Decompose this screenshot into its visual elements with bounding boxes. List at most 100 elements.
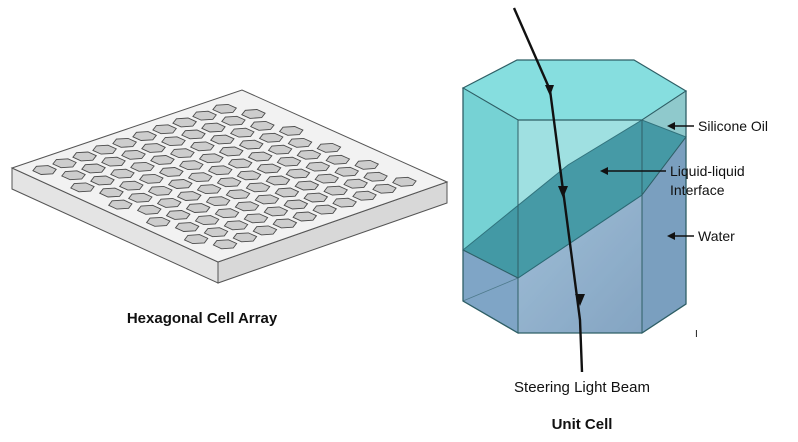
hex-hole xyxy=(305,161,331,172)
unit-cell-caption: Unit Cell xyxy=(552,416,613,433)
array-caption: Hexagonal Cell Array xyxy=(127,310,278,327)
hex-hole xyxy=(70,182,95,193)
hex-hole xyxy=(172,117,198,128)
hex-hole xyxy=(238,139,264,150)
bottom-back-edge xyxy=(462,277,519,302)
hex-hole xyxy=(223,220,249,231)
hex-hole xyxy=(214,208,240,219)
hex-hole xyxy=(169,148,195,159)
label-pointers xyxy=(600,122,694,240)
hex-hole xyxy=(216,177,242,188)
interface-label-line2: Interface xyxy=(670,182,725,198)
hex-hole xyxy=(212,103,238,114)
hex-hole xyxy=(212,239,238,250)
hex-hole xyxy=(221,115,246,126)
hexagonal-cell-array xyxy=(10,89,449,284)
hex-hole xyxy=(205,196,231,207)
hex-hole xyxy=(312,204,337,215)
hex-hole xyxy=(241,109,266,119)
hex-hole xyxy=(372,183,397,194)
plate-top-face xyxy=(10,89,449,263)
hex-hole xyxy=(274,187,300,198)
hex-hole xyxy=(207,165,233,176)
hex-hole xyxy=(201,122,226,133)
hex-hole xyxy=(316,142,342,153)
hex-hole xyxy=(252,225,278,236)
hex-hole xyxy=(165,210,191,220)
hex-hole xyxy=(108,199,133,210)
hex-hole xyxy=(110,168,135,179)
hex-hole xyxy=(158,167,184,177)
hex-hole xyxy=(392,176,417,187)
hex-hole xyxy=(249,120,275,131)
hex-hole xyxy=(243,213,269,224)
hex-hole xyxy=(218,146,244,157)
hex-hole xyxy=(147,185,173,196)
hex-hole xyxy=(176,191,202,201)
hex-hole xyxy=(167,179,193,189)
hex-hole xyxy=(98,187,124,198)
hex-hole xyxy=(292,211,318,222)
hex-hole xyxy=(81,163,106,174)
hex-hole xyxy=(185,203,211,213)
hex-hole xyxy=(263,206,289,217)
hex-hole xyxy=(227,158,253,169)
hex-hole xyxy=(278,126,304,136)
hex-hole xyxy=(325,154,351,165)
hex-hole xyxy=(189,141,215,152)
hex-hole xyxy=(198,153,224,164)
interface-label-line1: Liquid-liquid xyxy=(670,163,745,179)
hex-hole xyxy=(136,204,162,215)
hex-hole xyxy=(267,144,293,155)
hex-hole xyxy=(192,110,218,121)
hex-hole xyxy=(285,168,311,179)
hex-hole xyxy=(296,149,322,160)
beam-arrow-2 xyxy=(558,186,568,198)
stray-mark: I xyxy=(695,329,698,340)
hex-hole xyxy=(128,192,153,203)
hex-hole xyxy=(363,171,388,182)
hex-hole xyxy=(265,175,291,186)
hex-hole xyxy=(92,144,118,155)
hex-hole xyxy=(334,166,360,177)
hex-hole xyxy=(152,124,178,135)
hex-hole xyxy=(194,215,220,226)
hex-hole xyxy=(229,127,255,138)
hex-hole xyxy=(156,197,182,208)
beam-arrow-3 xyxy=(575,294,585,306)
hex-hole xyxy=(130,161,155,172)
hex-hole xyxy=(183,234,209,245)
beam-label: Steering Light Beam xyxy=(514,379,650,396)
hex-hole xyxy=(245,182,271,193)
hex-hole xyxy=(141,143,166,153)
hex-hole xyxy=(332,197,358,208)
hex-hole xyxy=(118,180,144,191)
hex-hole xyxy=(187,172,213,183)
water-label: Water xyxy=(698,228,735,244)
hex-hole xyxy=(276,156,302,167)
hex-hole xyxy=(90,175,115,186)
hex-hole xyxy=(61,170,86,181)
hex-hole xyxy=(272,218,298,229)
unit-cell xyxy=(461,59,688,334)
beam-arrow-1 xyxy=(545,85,554,96)
hex-hole xyxy=(283,199,309,210)
hex-hole xyxy=(232,232,258,243)
hex-hole xyxy=(236,170,262,181)
hex-hole xyxy=(234,201,260,212)
hex-hole xyxy=(101,156,126,167)
hex-hole xyxy=(132,131,158,141)
hex-hole xyxy=(196,184,222,195)
hex-hole xyxy=(161,136,186,147)
hex-hole xyxy=(256,163,282,174)
hex-hole xyxy=(209,134,235,145)
hex-hole xyxy=(72,151,98,162)
hex-hole xyxy=(52,158,77,169)
hex-hole xyxy=(343,178,369,189)
hex-hole xyxy=(323,185,349,196)
hex-hole xyxy=(145,216,171,227)
hex-holes xyxy=(32,103,417,250)
hex-hole xyxy=(254,194,280,205)
hex-hole xyxy=(247,151,273,162)
